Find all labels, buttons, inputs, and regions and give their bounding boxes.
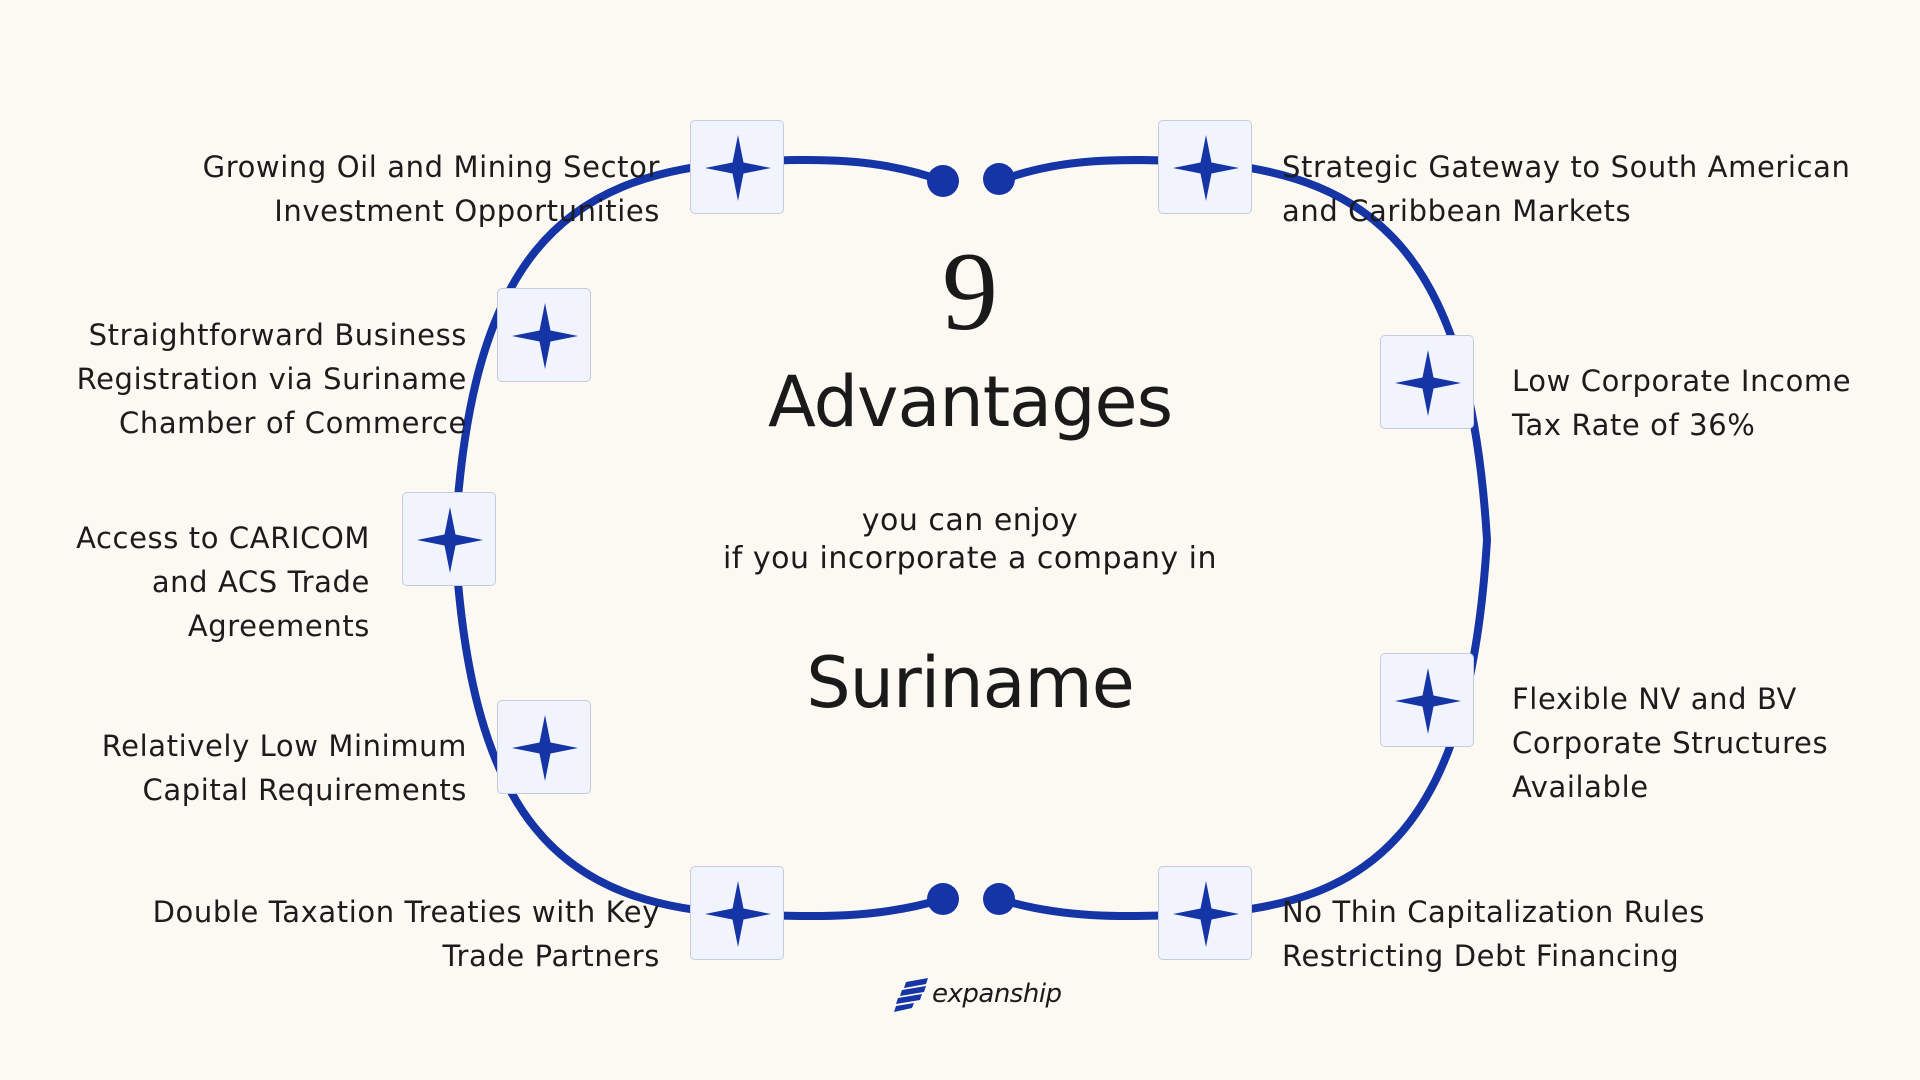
country-name: Suriname [806,642,1135,724]
advantage-label-line: Double Taxation Treaties with Key [152,895,660,929]
advantage-label-line: Corporate Structures [1512,726,1829,760]
advantage-label-line: Investment Opportunities [274,194,660,228]
ring-node-top-left [927,165,959,197]
advantage-label-line: Access to CARICOM [76,521,370,555]
four-point-star-icon [705,135,771,201]
four-point-star-icon [1173,135,1239,201]
advantage-6-icon-box [1158,120,1252,214]
advantage-6-label: Strategic Gateway to South American and … [1282,145,1850,233]
expanship-logo-icon [894,978,928,1012]
ring-node-top-right [983,163,1015,195]
advantage-5-icon-box [690,866,784,960]
advantage-5-label: Double Taxation Treaties with Key Trade … [153,890,660,978]
advantage-7-label: Low Corporate Income Tax Rate of 36% [1512,359,1851,447]
advantage-label-line: Capital Requirements [142,773,467,807]
advantage-label-line: Tax Rate of 36% [1512,408,1756,442]
advantage-label-line: Agreements [187,609,370,643]
ring-node-bottom-right [983,883,1015,915]
advantage-label-line: Strategic Gateway to South American [1282,150,1851,184]
advantage-label-line: Restricting Debt Financing [1282,939,1680,973]
advantage-label-line: Registration via Suriname [76,362,467,396]
four-point-star-icon [705,881,771,947]
four-point-star-icon [1173,881,1239,947]
advantage-label-line: Low Corporate Income [1512,364,1852,398]
four-point-star-icon [512,303,578,369]
advantage-2-icon-box [497,288,591,382]
ring-node-bottom-left [927,883,959,915]
advantage-label-line: and Caribbean Markets [1282,194,1632,228]
advantage-9-icon-box [1158,866,1252,960]
advantage-label-line: Growing Oil and Mining Sector [202,150,660,184]
advantage-1-icon-box [690,120,784,214]
advantage-label-line: Flexible NV and BV [1512,682,1797,716]
four-point-star-icon [1395,668,1461,734]
advantage-label-line: No Thin Capitalization Rules [1282,895,1705,929]
advantage-9-label: No Thin Capitalization Rules Restricting… [1282,890,1705,978]
advantage-label-line: Relatively Low Minimum [101,729,467,763]
advantage-label-line: Chamber of Commerce [118,406,467,440]
advantage-8-icon-box [1380,653,1474,747]
four-point-star-icon [512,715,578,781]
four-point-star-icon [1395,350,1461,416]
diagram-subtitle-line-2: if you incorporate a company in [722,541,1218,576]
advantage-label-line: and ACS Trade [151,565,370,599]
advantage-label-line: Straightforward Business [88,318,467,352]
four-point-star-icon [417,507,483,573]
brand-logo: expanship [892,974,1062,1018]
advantage-4-label: Relatively Low Minimum Capital Requireme… [102,724,467,812]
advantage-2-label: Straightforward Business Registration vi… [77,313,467,445]
diagram-heading: Advantages [767,361,1173,443]
advantage-3-label: Access to CARICOM and ACS Trade Agreemen… [76,516,370,648]
advantage-3-icon-box [402,492,496,586]
brand-name: expanship [932,979,1062,1009]
advantage-label-line: Available [1512,770,1649,804]
diagram-subtitle-line-1: you can enjoy [861,503,1079,538]
advantage-1-label: Growing Oil and Mining Sector Investment… [203,145,660,233]
advantage-4-icon-box [497,700,591,794]
advantage-7-icon-box [1380,335,1474,429]
advantage-label-line: Trade Partners [442,939,660,973]
advantage-count: 9 [942,230,998,354]
advantage-8-label: Flexible NV and BV Corporate Structures … [1512,677,1828,809]
